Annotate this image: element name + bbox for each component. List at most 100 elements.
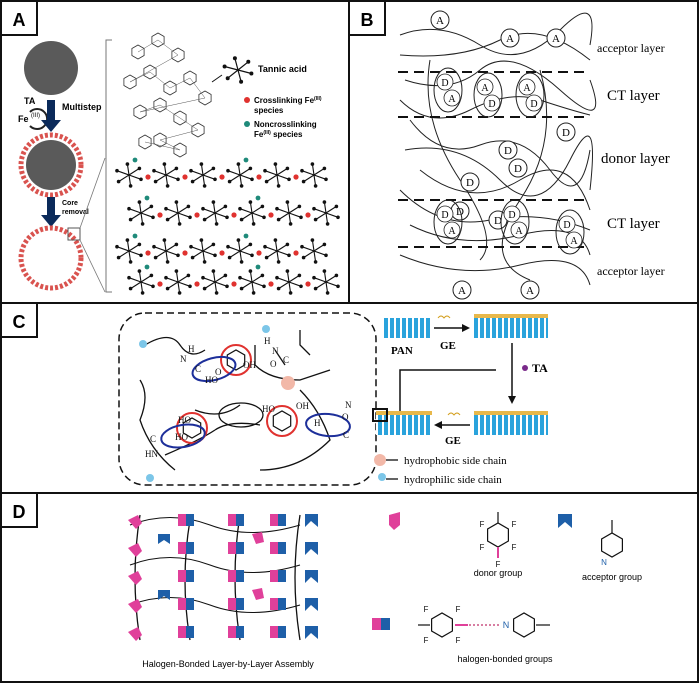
network-arm [214, 212, 218, 224]
network-node [201, 275, 205, 280]
crosslink-fe-dot [219, 250, 225, 256]
panel-c: H N C O OH HO HO HO C HN H N C O HO OH H… [118, 312, 548, 486]
network-node [137, 200, 142, 204]
donor-unit [128, 543, 142, 557]
network-node [313, 217, 318, 222]
crosslink-fe-dot [145, 250, 151, 256]
network-arm [325, 212, 329, 224]
ct-letter-1: D [441, 210, 448, 221]
network-arm [192, 174, 204, 183]
ta-ring [183, 70, 197, 86]
cycle-arrow-icon [29, 108, 49, 130]
bonded-donor-atom: F [456, 636, 461, 645]
network-node [125, 238, 130, 242]
zoom-line-2 [79, 239, 106, 293]
right-arrow-icon [462, 324, 470, 332]
ct-letter-2: D [530, 99, 537, 110]
hollow-capsule [18, 225, 84, 291]
acceptor-circle [452, 280, 472, 300]
network-node [199, 162, 204, 166]
hbond-ellipse-2 [160, 423, 206, 449]
ta-bond [179, 117, 199, 131]
network-arm [130, 212, 142, 221]
network-arm [303, 250, 315, 259]
hydrophilic-blob-2 [139, 340, 147, 348]
crosslink-fe-dot [182, 250, 188, 256]
atom-n1: N [180, 354, 187, 364]
acceptor-block [186, 542, 194, 554]
panel-c-tag [0, 302, 38, 338]
polymer-chain [419, 169, 591, 211]
network-node [226, 244, 230, 249]
ta-label: TA [24, 96, 36, 106]
network-node [324, 253, 328, 258]
donor-unit [128, 571, 142, 585]
network-node [214, 291, 219, 295]
network-arm [153, 246, 167, 252]
network-arm [325, 274, 337, 283]
ct-circle-2 [443, 221, 461, 239]
crosslink-fe-dot [145, 174, 151, 180]
atom-h3: H [314, 418, 321, 428]
network-node [152, 168, 156, 173]
ct-pair-ellipse [500, 199, 530, 245]
network-node [275, 275, 279, 280]
network-node [262, 284, 266, 289]
atom-n2: N [272, 346, 279, 356]
network-arm [239, 277, 253, 283]
network-node [324, 177, 328, 182]
ta-coating [474, 411, 548, 415]
hydrophilic-legend-blob [378, 473, 386, 481]
assembly-crosslink [129, 596, 301, 614]
network-arm [128, 243, 140, 252]
hydrophobic-blob-1 [281, 376, 295, 390]
donor-atom: F [512, 520, 517, 529]
network-node [250, 253, 254, 258]
final-coating [376, 411, 432, 415]
coated-particle-core [26, 140, 76, 190]
panel-a-label: A [13, 10, 26, 30]
network-node [202, 184, 207, 188]
network-arm [140, 212, 154, 218]
donor-letter: D [494, 215, 502, 227]
donor-unit [128, 599, 142, 613]
atom-c4: C [343, 430, 349, 440]
network-arm [274, 164, 278, 176]
donor-block [270, 626, 278, 638]
network-node [151, 215, 155, 220]
donor-block [178, 514, 186, 526]
network-node [149, 204, 154, 209]
network-node [263, 168, 267, 173]
free-donor [252, 532, 264, 544]
core-removal-label-1: Core [62, 200, 78, 207]
acceptor-circle [500, 28, 520, 48]
network-arm [116, 246, 130, 252]
network-node [162, 238, 167, 242]
star-node [232, 56, 237, 61]
network-node [238, 206, 242, 211]
network-arm [313, 277, 327, 283]
panel-d: Halogen-Bonded Layer-by-Layer Assembly F… [128, 512, 642, 669]
atom-h1: H [188, 344, 195, 354]
network-node [211, 242, 216, 247]
network-node [128, 286, 133, 291]
network-arm [286, 202, 290, 214]
ta-ring [153, 97, 167, 113]
network-arm [128, 167, 140, 176]
ta-ring [151, 32, 165, 48]
catechol-ring [182, 417, 202, 439]
ta-bond [139, 97, 206, 113]
network-arm [313, 174, 327, 180]
network-arm [165, 174, 179, 180]
network-arm [237, 164, 241, 176]
network-arm [276, 250, 280, 262]
network-arm [140, 212, 144, 224]
network-node [174, 200, 179, 204]
noncrosslink-fe-dot [255, 195, 261, 201]
network-arm [239, 174, 243, 186]
network-arm [200, 164, 204, 176]
ct-circle-2 [443, 89, 461, 107]
network-arm [165, 243, 177, 252]
network-node [139, 253, 143, 258]
